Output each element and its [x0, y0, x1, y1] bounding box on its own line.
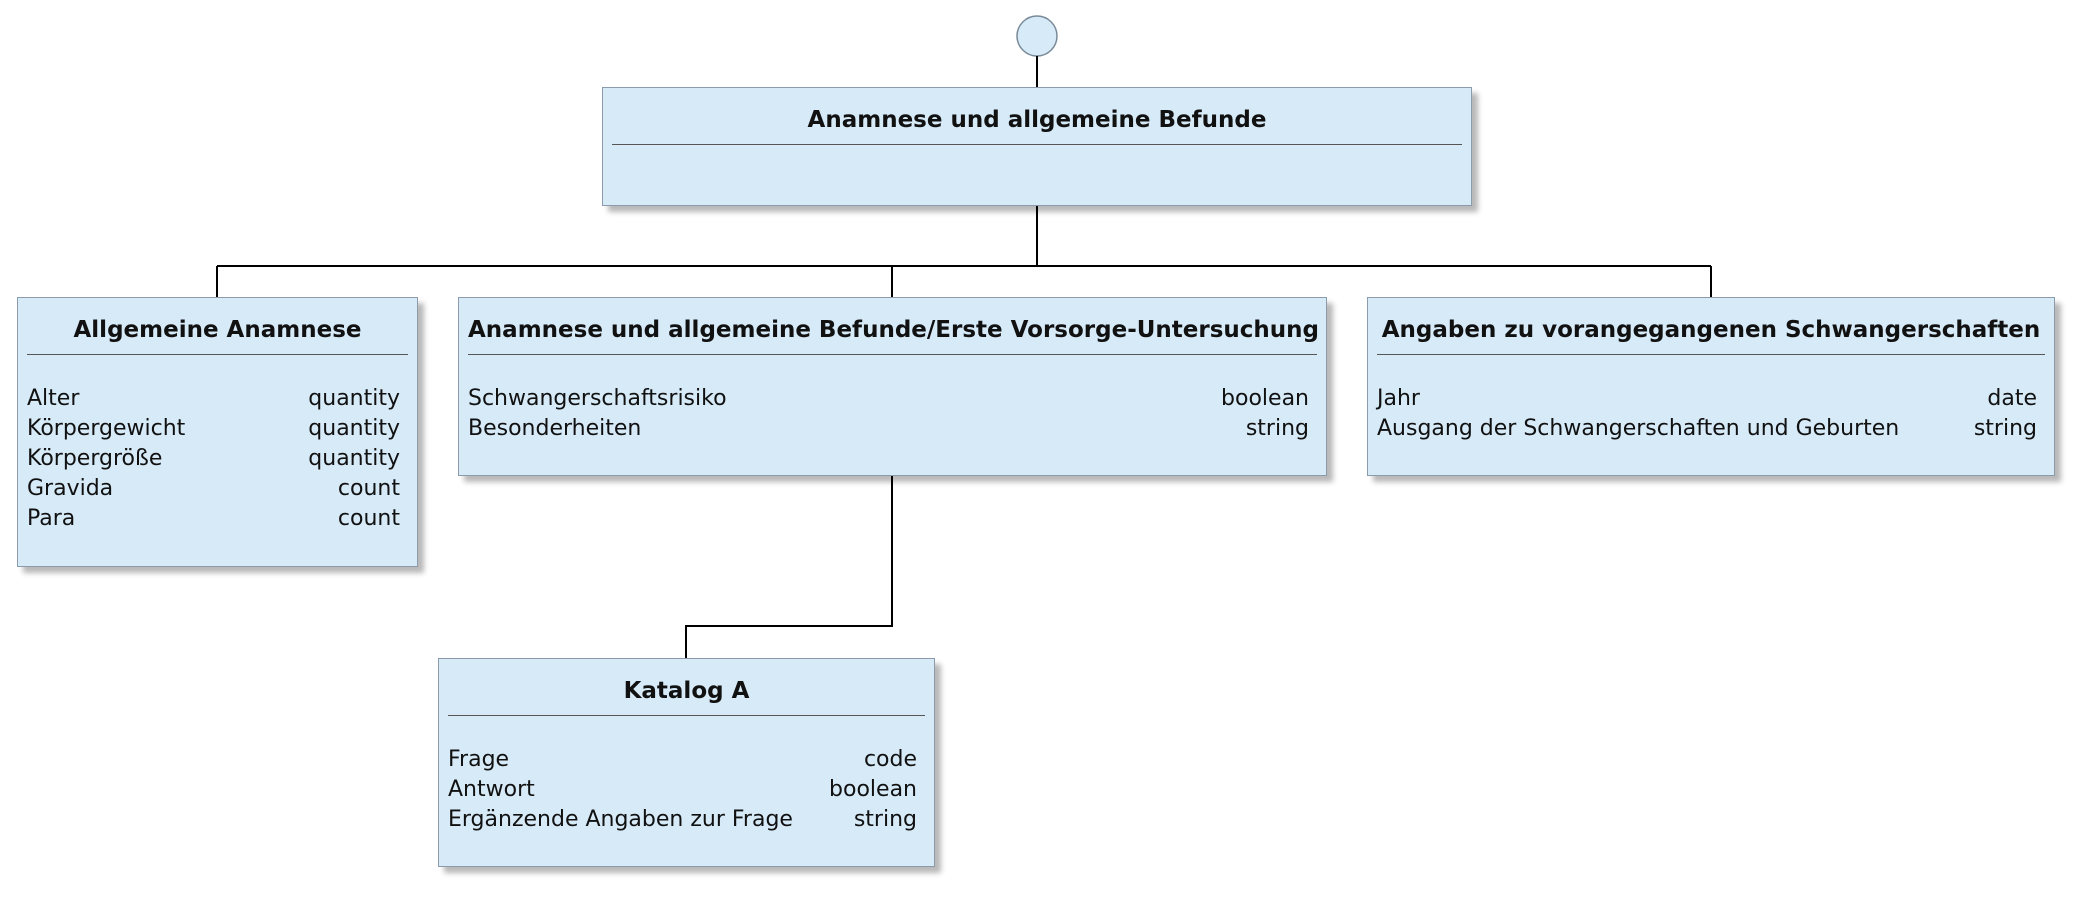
root-start-node [1016, 15, 1058, 57]
field-name: Frage [448, 747, 510, 772]
field-name: Ergänzende Angaben zur Frage [448, 807, 793, 832]
class-field-list: Alter quantity Körpergewicht quantity Körp… [18, 355, 417, 534]
field-name: Körpergröße [27, 446, 163, 471]
root-class-box: Anamnese und allgemeine Befunde [602, 87, 1472, 206]
class-field: Alter quantity [27, 384, 400, 414]
field-name: Ausgang der Schwangerschaften und Geburt… [1377, 416, 1900, 441]
field-type: quantity [308, 386, 400, 411]
field-name: Jahr [1377, 386, 1420, 411]
class-field: Gravida count [27, 474, 400, 504]
class-field: Para count [27, 504, 400, 534]
class-field-list: Jahr date Ausgang der Schwangerschaften u… [1368, 355, 2054, 444]
class-field: Schwangerschaftsrisiko boolean [468, 384, 1309, 414]
class-title: Angaben zu vorangegangenen Schwangerscha… [1381, 317, 2041, 343]
field-type: boolean [829, 777, 917, 802]
class-field-list: Schwangerschaftsrisiko boolean Besonderhe… [459, 355, 1326, 444]
field-type: string [853, 807, 917, 832]
field-name: Körpergewicht [27, 416, 186, 441]
class-box-erste-vorsorge: Anamnese und allgemeine Befunde/Erste Vo… [458, 297, 1327, 476]
field-name: Gravida [27, 476, 114, 501]
class-box-katalog-a: Katalog A Frage code Antwort boolean Ergän… [438, 658, 935, 867]
class-box-vorangegangene-schwangerschaften: Angaben zu vorangegangenen Schwangerscha… [1367, 297, 2055, 476]
class-field: Körpergröße quantity [27, 444, 400, 474]
class-box-allgemeine-anamnese: Allgemeine Anamnese Alter quantity Körper… [17, 297, 418, 567]
class-field-list: Frage code Antwort boolean Ergänzende Anga… [439, 716, 934, 835]
root-class-divider [612, 144, 1462, 145]
connector-to-katalog-a [685, 476, 893, 658]
field-name: Para [27, 506, 76, 531]
field-type: count [337, 476, 400, 501]
field-type: string [1973, 416, 2037, 441]
field-type: boolean [1221, 386, 1309, 411]
class-title: Allgemeine Anamnese [73, 317, 362, 343]
field-type: quantity [308, 446, 400, 471]
field-type: code [863, 747, 917, 772]
class-divider [448, 715, 925, 716]
field-type: count [337, 506, 400, 531]
field-type: date [1987, 386, 2037, 411]
class-field: Körpergewicht quantity [27, 414, 400, 444]
field-type: string [1245, 416, 1309, 441]
class-field: Besonderheiten string [468, 414, 1309, 444]
class-field: Antwort boolean [448, 775, 917, 805]
field-name: Antwort [448, 777, 535, 802]
class-field: Ausgang der Schwangerschaften und Geburt… [1377, 414, 2037, 444]
class-field: Jahr date [1377, 384, 2037, 414]
class-title: Anamnese und allgemeine Befunde/Erste Vo… [468, 317, 1320, 343]
class-field: Frage code [448, 745, 917, 775]
field-type: quantity [308, 416, 400, 441]
class-field: Ergänzende Angaben zur Frage string [448, 805, 917, 835]
class-divider [27, 354, 408, 355]
field-name: Schwangerschaftsrisiko [468, 386, 727, 411]
class-title: Katalog A [623, 678, 750, 704]
root-class-title: Anamnese und allgemeine Befunde [807, 107, 1267, 133]
field-name: Besonderheiten [468, 416, 642, 441]
class-divider [1377, 354, 2045, 355]
class-divider [468, 354, 1317, 355]
field-name: Alter [27, 386, 80, 411]
